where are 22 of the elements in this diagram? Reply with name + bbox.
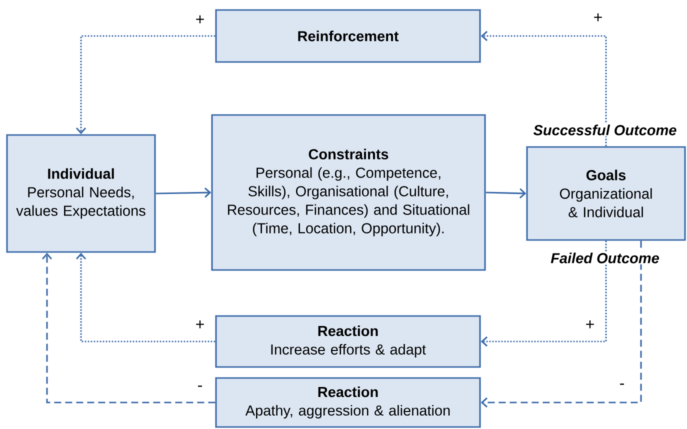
edge-label: - xyxy=(198,386,202,387)
outcome-label: Failed Outcome xyxy=(550,252,660,264)
edge-label: + xyxy=(196,15,204,24)
arrow xyxy=(76,35,216,134)
process-box: Reaction Increase efforts & adapt xyxy=(215,315,481,368)
process-box: Reinforcement xyxy=(215,9,481,63)
process-box: Reaction Apathy, aggression & alienation xyxy=(215,377,481,428)
process-box: Goals Organizational & Individual xyxy=(526,146,686,241)
process-box: Constraints Personal (e.g., Competence, Skills), Organisational (Culture, Resources, Finances) and Situational (Time, Location, Opportunity). xyxy=(211,114,486,271)
arrow xyxy=(76,252,216,342)
arrow xyxy=(480,240,642,408)
arrow xyxy=(486,188,526,198)
arrow xyxy=(480,30,607,146)
edge-label: + xyxy=(594,13,602,22)
edge-label: + xyxy=(586,320,594,328)
arrow xyxy=(156,188,212,198)
edge-label: + xyxy=(196,320,204,328)
outcome-label: Successful Outcome xyxy=(532,124,678,136)
arrow xyxy=(42,252,216,404)
arrow xyxy=(480,240,607,347)
edge-label: - xyxy=(620,384,624,385)
process-box: Individual Personal Needs, values Expectations xyxy=(6,134,156,253)
